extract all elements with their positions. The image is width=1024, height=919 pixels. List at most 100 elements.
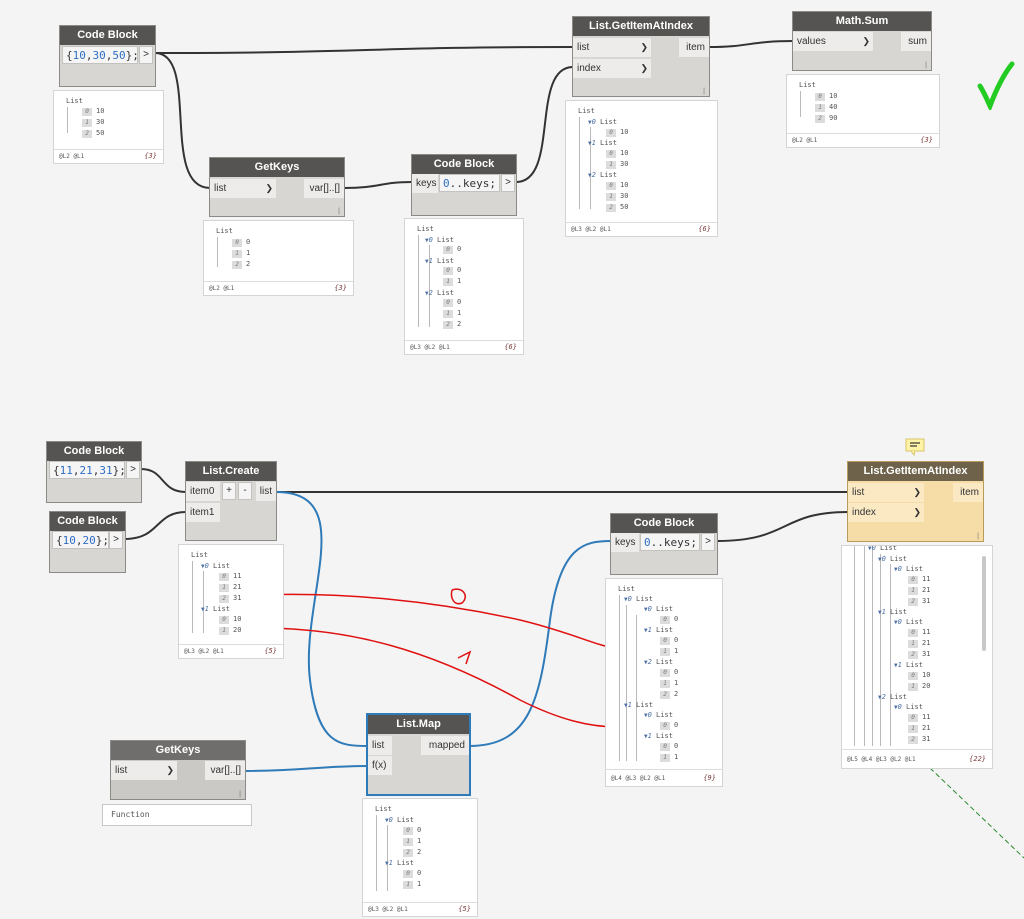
levels-label: @L2 @L1 xyxy=(209,285,235,292)
arrow-right-icon: ❯ xyxy=(913,487,921,497)
code-block-node[interactable]: Code Block {10,20}; > xyxy=(50,512,125,572)
preview-scrollbar[interactable] xyxy=(982,556,986,651)
function-preview: Function xyxy=(102,804,252,826)
item-count: {3} xyxy=(920,136,933,144)
item-count: {9} xyxy=(703,774,716,782)
output-port[interactable]: > xyxy=(109,531,123,549)
node-title: Code Block xyxy=(412,155,516,174)
input-port-item0[interactable]: item0 xyxy=(186,482,220,501)
wire-getitem-mathsum xyxy=(708,40,794,48)
input-port-list[interactable]: list❯ xyxy=(573,38,651,57)
output-port[interactable]: > xyxy=(701,533,715,551)
code-input[interactable]: {10,20}; xyxy=(52,531,109,549)
input-port-index[interactable]: index❯ xyxy=(848,503,924,522)
arrow-right-icon: ❯ xyxy=(166,765,174,775)
node-title: GetKeys xyxy=(210,158,344,177)
code-input[interactable]: 0..keys; xyxy=(640,533,700,551)
note-icon[interactable] xyxy=(905,438,925,456)
input-port-list[interactable]: list❯ xyxy=(111,761,177,780)
arrow-right-icon: ❯ xyxy=(640,63,648,73)
node-title: Code Block xyxy=(50,512,125,531)
wire-listmap-cb5 xyxy=(468,540,612,747)
wire-cb3-listcreate xyxy=(140,468,187,493)
output-port[interactable]: > xyxy=(501,174,515,192)
input-port-item1[interactable]: item1 xyxy=(186,503,220,522)
code-block-node-keys[interactable]: Code Block keys 0..keys; > xyxy=(611,514,717,574)
levels-label: @L3 @L2 @L1 xyxy=(184,648,224,655)
list-map-node[interactable]: List.Map list mapped f(x) xyxy=(368,715,469,794)
item-count: {6} xyxy=(698,225,711,233)
getitematindex-node[interactable]: List.GetItemAtIndex list❯ index❯ item | xyxy=(848,462,983,541)
input-port-list[interactable]: list❯ xyxy=(848,483,924,502)
remove-port-button[interactable]: - xyxy=(238,482,252,500)
getitematindex-node[interactable]: List.GetItemAtIndex list❯ index❯ item | xyxy=(573,17,709,96)
item-count: {6} xyxy=(504,343,517,351)
input-port-values[interactable]: values❯ xyxy=(793,32,873,51)
item-count: {22} xyxy=(969,755,986,763)
input-port-fx[interactable]: f(x) xyxy=(368,756,392,775)
math-sum-node[interactable]: Math.Sum values❯ sum | xyxy=(793,12,931,70)
checkmark-icon xyxy=(977,61,1015,110)
wire-listcreate-listmap xyxy=(275,491,369,747)
output-port-var[interactable]: var[]..[] xyxy=(304,179,344,198)
wire-getkeys-cb2 xyxy=(343,181,413,189)
lacing-icon: | xyxy=(703,88,705,95)
input-port-list[interactable]: list❯ xyxy=(210,179,276,198)
code-block-node[interactable]: Code Block {11,21,31}; > xyxy=(47,442,141,502)
code-input[interactable]: {11,21,31}; xyxy=(49,461,126,479)
code-block-node-keys[interactable]: Code Block keys 0..keys; > xyxy=(412,155,516,215)
levels-label: @L2 @L1 xyxy=(59,153,85,160)
add-port-button[interactable]: + xyxy=(222,482,236,500)
getkeys-node[interactable]: GetKeys list❯ var[]..[] | xyxy=(111,741,245,799)
input-port-list[interactable]: list xyxy=(368,736,392,755)
code-text: 0..keys; xyxy=(644,536,697,549)
code-text: {11,21,31}; xyxy=(53,464,126,477)
input-port-keys[interactable]: keys xyxy=(412,174,438,193)
output-port-sum[interactable]: sum xyxy=(901,32,931,51)
input-port-index[interactable]: index❯ xyxy=(573,59,651,78)
node-title: List.Map xyxy=(368,715,469,734)
list-head: List xyxy=(66,97,83,105)
code-input[interactable]: 0..keys; xyxy=(439,174,500,192)
output-port-item[interactable]: item xyxy=(953,483,983,502)
output-port[interactable]: > xyxy=(126,461,140,479)
output-port-item[interactable]: item xyxy=(679,38,709,57)
code-block-node[interactable]: Code Block {10,30,50}; > xyxy=(60,26,155,86)
wire-getkeys-listmap xyxy=(244,765,369,772)
output-port-var[interactable]: var[]..[] xyxy=(205,761,245,780)
levels-label: @L2 @L1 xyxy=(792,137,818,144)
code-text: 0..keys; xyxy=(443,177,496,190)
node-title: Code Block xyxy=(60,26,155,45)
output-port[interactable]: > xyxy=(139,46,153,64)
node-title: List.GetItemAtIndex xyxy=(573,17,709,36)
lacing-icon: | xyxy=(977,533,979,540)
levels-label: @L4 @L3 @L2 @L1 xyxy=(611,775,666,782)
node-title: GetKeys xyxy=(111,741,245,760)
output-port-list[interactable]: list xyxy=(256,482,276,501)
getkeys-node[interactable]: GetKeys list❯ var[]..[] | xyxy=(210,158,344,216)
input-port-keys[interactable]: keys xyxy=(611,533,639,552)
item-count: {3} xyxy=(334,284,347,292)
node-title: Code Block xyxy=(611,514,717,533)
code-input[interactable]: {10,30,50}; xyxy=(62,46,139,64)
wire-cb4-listcreate xyxy=(124,511,187,540)
node-title: Math.Sum xyxy=(793,12,931,31)
arrow-right-icon: ❯ xyxy=(640,42,648,52)
list-create-node[interactable]: List.Create item0 + - list item1 xyxy=(186,462,276,540)
output-port-mapped[interactable]: mapped xyxy=(421,736,469,755)
levels-label: @L3 @L2 @L1 xyxy=(571,226,611,233)
